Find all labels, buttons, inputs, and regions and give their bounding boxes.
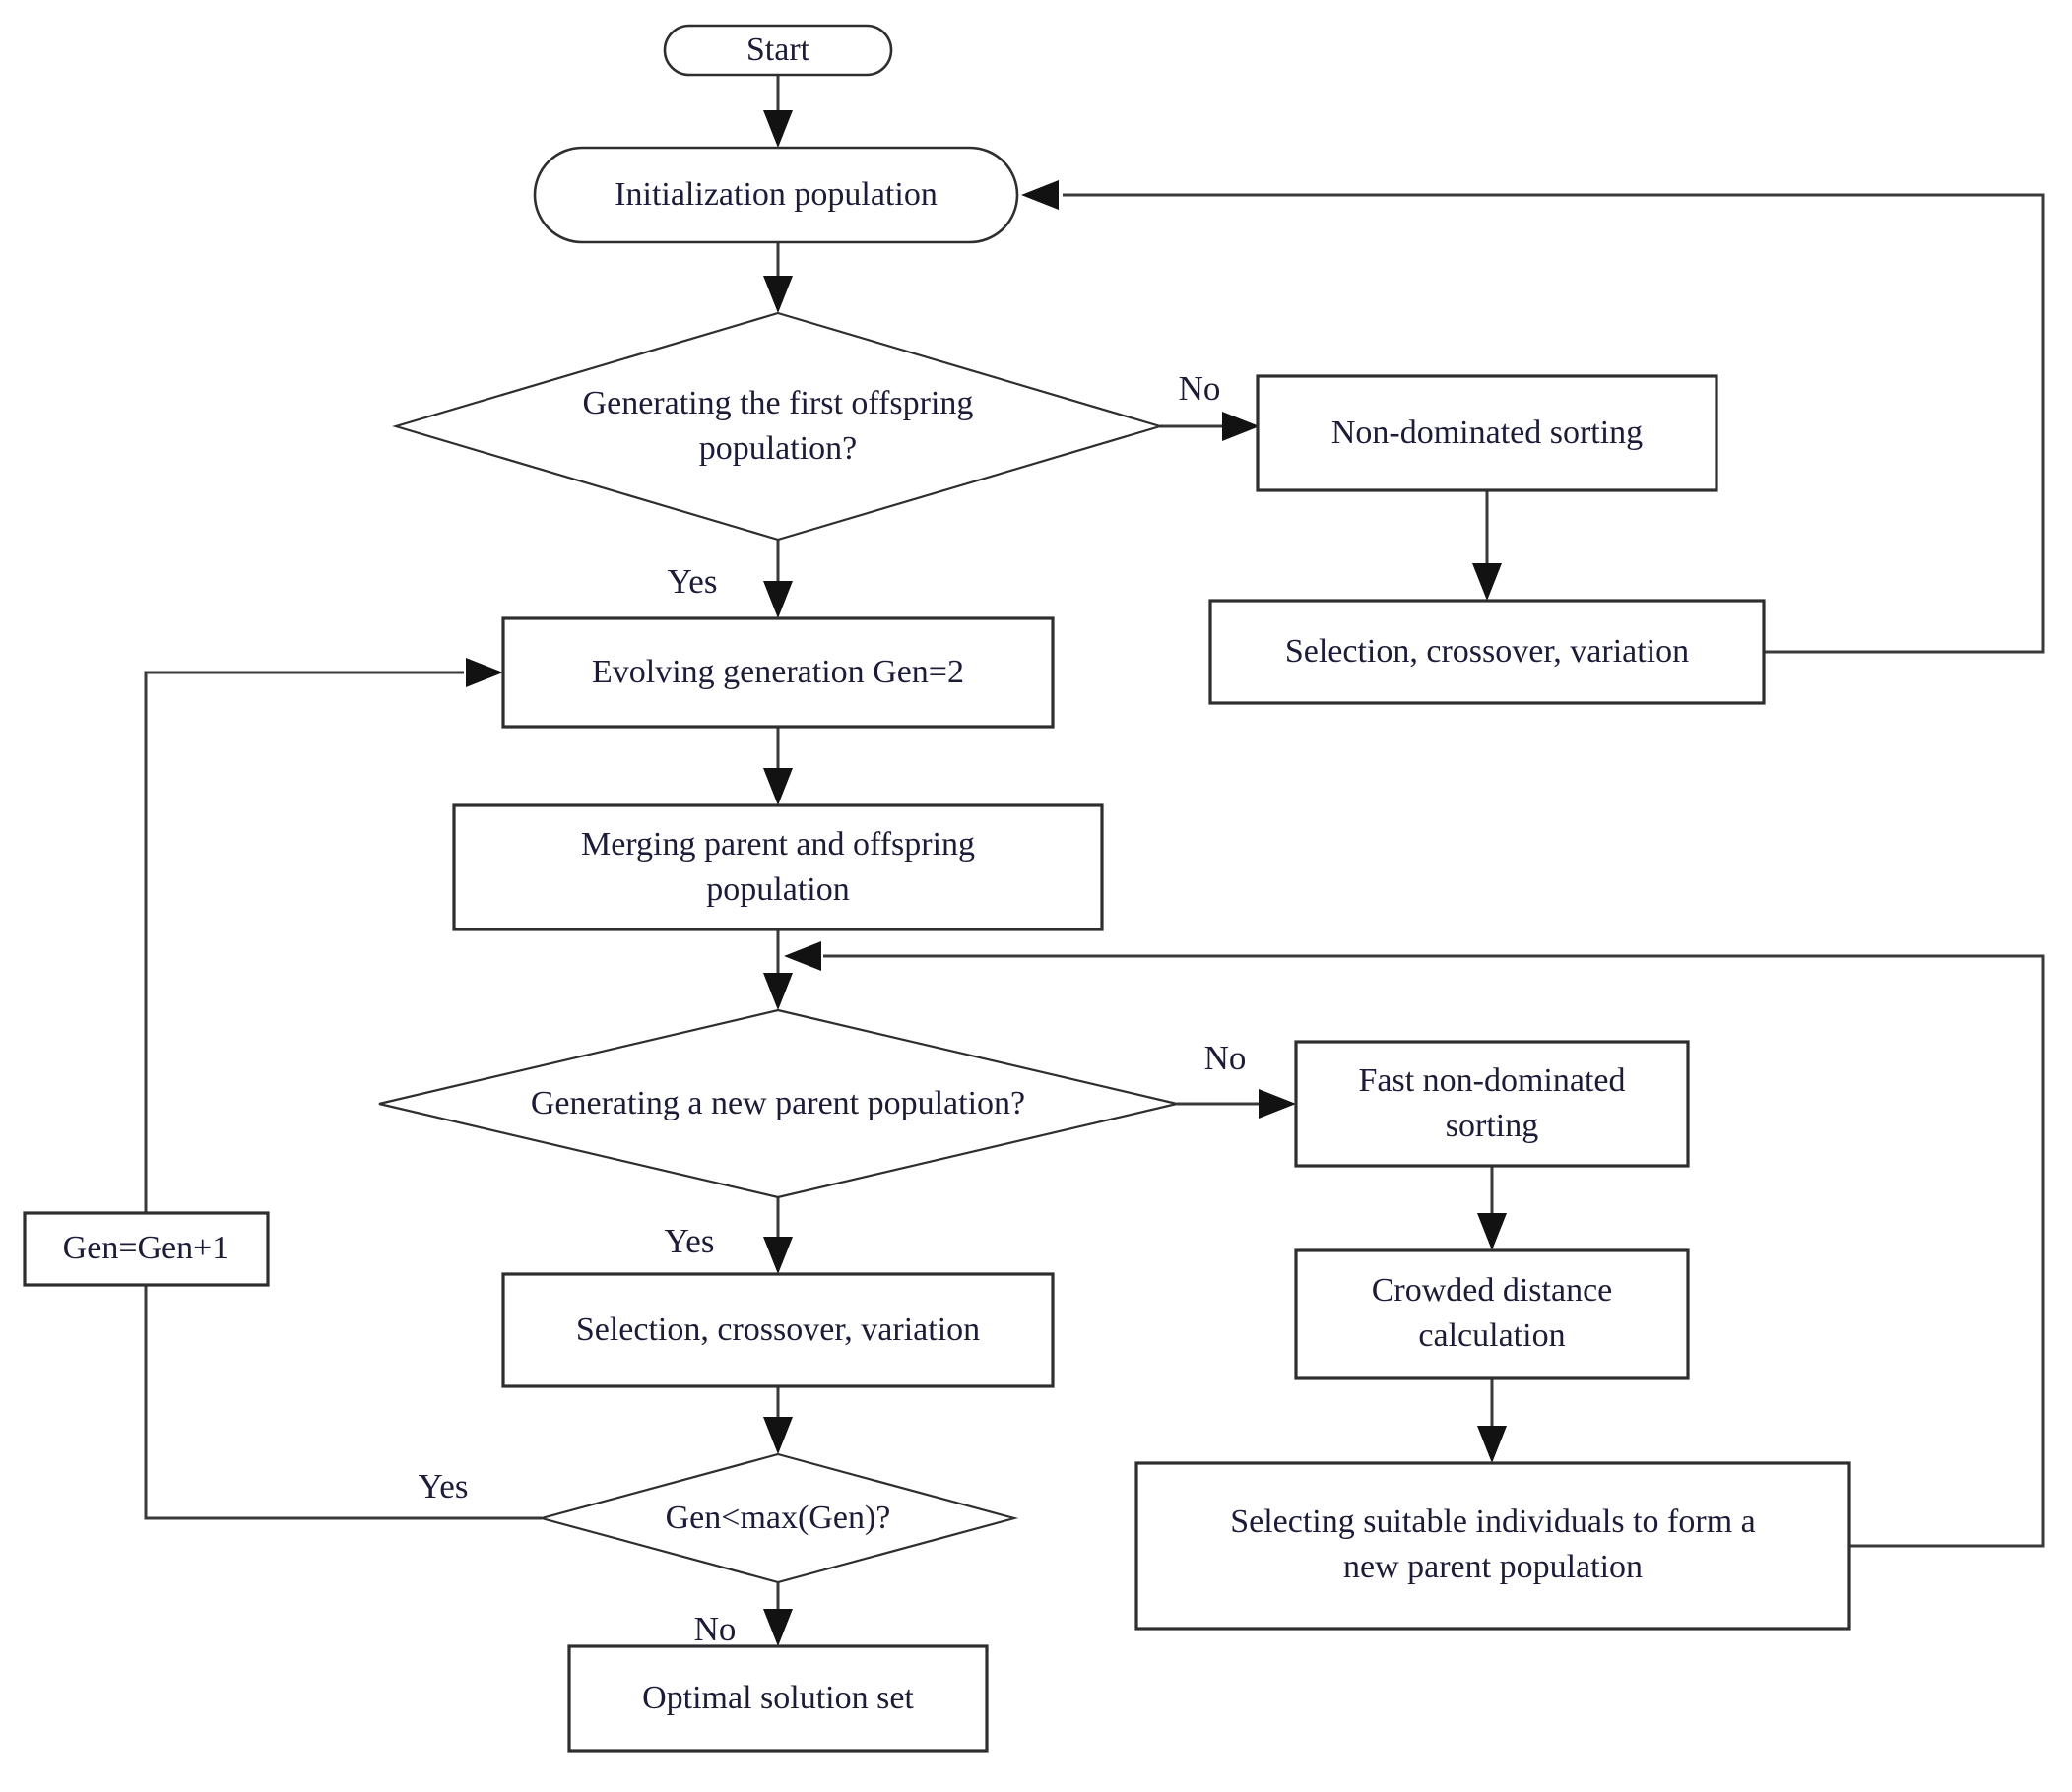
nodes: Start Initialization population Generati… bbox=[23, 24, 1851, 1753]
node-crowded-distance-line1: Crowded distance bbox=[1372, 1272, 1613, 1309]
node-fast-nds-shape bbox=[1294, 1040, 1690, 1168]
node-gen-max-decision: Gen<max(Gen)? bbox=[537, 1452, 1019, 1584]
arrowhead-init-to-decision1 bbox=[763, 276, 793, 313]
node-optimal-solution-shape bbox=[567, 1644, 989, 1753]
node-merging-population: Merging parent and offspring population bbox=[452, 803, 1104, 931]
node-selecting-individuals-line1: Selecting suitable individuals to form a bbox=[1230, 1504, 1756, 1540]
node-init-shape bbox=[533, 146, 1019, 244]
node-initialization-population: Initialization population bbox=[533, 146, 1019, 244]
node-evolving-generation-shape bbox=[501, 616, 1055, 729]
edge-selecting-loop-to-junction bbox=[823, 954, 2045, 1548]
label-gen-max-no: No bbox=[694, 1610, 737, 1648]
node-first-offspring-decision: Generating the first offspring populatio… bbox=[392, 311, 1164, 542]
node-gen-max-decision-label: Gen<max(Gen)? bbox=[666, 1500, 891, 1536]
edge-decision3-yes-loop bbox=[144, 671, 542, 1520]
label-new-parent-yes: Yes bbox=[665, 1222, 715, 1260]
node-gen-increment-label: Gen=Gen+1 bbox=[63, 1230, 229, 1266]
node-first-offspring-decision-shape bbox=[392, 311, 1164, 542]
node-merging-population-line1: Merging parent and offspring bbox=[581, 826, 975, 863]
node-optimal-solution: Optimal solution set bbox=[567, 1644, 989, 1753]
arrowhead-evolving-to-merging bbox=[763, 768, 793, 805]
arrowhead-decision2-no bbox=[1259, 1089, 1296, 1119]
node-fast-nds-line2: sorting bbox=[1446, 1108, 1538, 1144]
arrowhead-start-to-init bbox=[763, 110, 793, 148]
node-non-dominated-sorting-shape bbox=[1256, 374, 1718, 492]
arrowhead-loop-to-init bbox=[1021, 180, 1059, 210]
label-gen-max-yes: Yes bbox=[419, 1467, 469, 1505]
node-init-label: Initialization population bbox=[615, 176, 938, 213]
label-first-offspring-yes: Yes bbox=[668, 562, 718, 601]
node-selecting-individuals-line2: new parent population bbox=[1343, 1549, 1643, 1585]
node-non-dominated-sorting-label: Non-dominated sorting bbox=[1331, 415, 1643, 451]
node-fast-nds-line1: Fast non-dominated bbox=[1358, 1062, 1625, 1099]
label-new-parent-no: No bbox=[1204, 1039, 1247, 1077]
arrowhead-merging-to-decision2 bbox=[763, 973, 793, 1010]
node-start: Start bbox=[663, 24, 893, 77]
arrowhead-crowded-to-selecting bbox=[1477, 1426, 1507, 1463]
node-selection-crossover-variation-bottom: Selection, crossover, variation bbox=[501, 1272, 1055, 1388]
arrowhead-loop-to-evolving bbox=[466, 658, 503, 687]
node-crowded-distance-line2: calculation bbox=[1418, 1317, 1565, 1354]
node-selecting-individuals-shape bbox=[1134, 1461, 1851, 1631]
node-crowded-distance-shape bbox=[1294, 1248, 1690, 1380]
node-new-parent-decision: Generating a new parent population? bbox=[378, 1008, 1178, 1199]
arrowhead-decision1-yes bbox=[763, 581, 793, 618]
node-selecting-individuals: Selecting suitable individuals to form a… bbox=[1134, 1461, 1851, 1631]
node-gen-max-decision-shape bbox=[537, 1452, 1019, 1584]
node-start-label: Start bbox=[746, 32, 810, 68]
edges bbox=[144, 75, 2045, 1646]
node-selection-bottom-label: Selection, crossover, variation bbox=[576, 1312, 980, 1348]
node-non-dominated-sorting: Non-dominated sorting bbox=[1256, 374, 1718, 492]
node-gen-increment: Gen=Gen+1 bbox=[23, 1211, 270, 1287]
node-gen-increment-shape bbox=[23, 1211, 270, 1287]
node-optimal-solution-label: Optimal solution set bbox=[642, 1680, 914, 1716]
node-evolving-generation: Evolving generation Gen=2 bbox=[501, 616, 1055, 729]
node-new-parent-decision-label: Generating a new parent population? bbox=[531, 1085, 1025, 1121]
node-selection-bottom-shape bbox=[501, 1272, 1055, 1388]
node-first-offspring-decision-line1: Generating the first offspring bbox=[583, 385, 974, 421]
arrowhead-decision2-yes bbox=[763, 1237, 793, 1274]
arrowhead-nds-to-selection bbox=[1472, 563, 1502, 601]
label-first-offspring-no: No bbox=[1179, 369, 1221, 408]
edge-selection-loop-to-init bbox=[1063, 193, 2045, 654]
branch-labels: No Yes No Yes Yes No bbox=[419, 369, 1247, 1648]
arrowhead-selection-to-decision3 bbox=[763, 1417, 793, 1454]
node-selection-top-shape bbox=[1208, 599, 1766, 705]
arrowhead-fast-to-crowded bbox=[1477, 1213, 1507, 1250]
node-first-offspring-decision-line2: population? bbox=[699, 430, 858, 467]
node-new-parent-decision-shape bbox=[378, 1008, 1178, 1199]
node-selection-top-label: Selection, crossover, variation bbox=[1285, 633, 1689, 670]
arrowhead-decision1-no bbox=[1222, 412, 1260, 441]
node-merging-population-shape bbox=[452, 803, 1104, 931]
node-start-shape bbox=[663, 24, 893, 77]
node-fast-non-dominated-sorting: Fast non-dominated sorting bbox=[1294, 1040, 1690, 1168]
node-merging-population-line2: population bbox=[706, 871, 849, 908]
node-crowded-distance: Crowded distance calculation bbox=[1294, 1248, 1690, 1380]
arrowhead-decision3-no bbox=[763, 1609, 793, 1646]
node-evolving-generation-label: Evolving generation Gen=2 bbox=[592, 654, 964, 690]
arrowhead-loop-to-junction bbox=[784, 941, 821, 971]
node-selection-crossover-variation-top: Selection, crossover, variation bbox=[1208, 599, 1766, 705]
